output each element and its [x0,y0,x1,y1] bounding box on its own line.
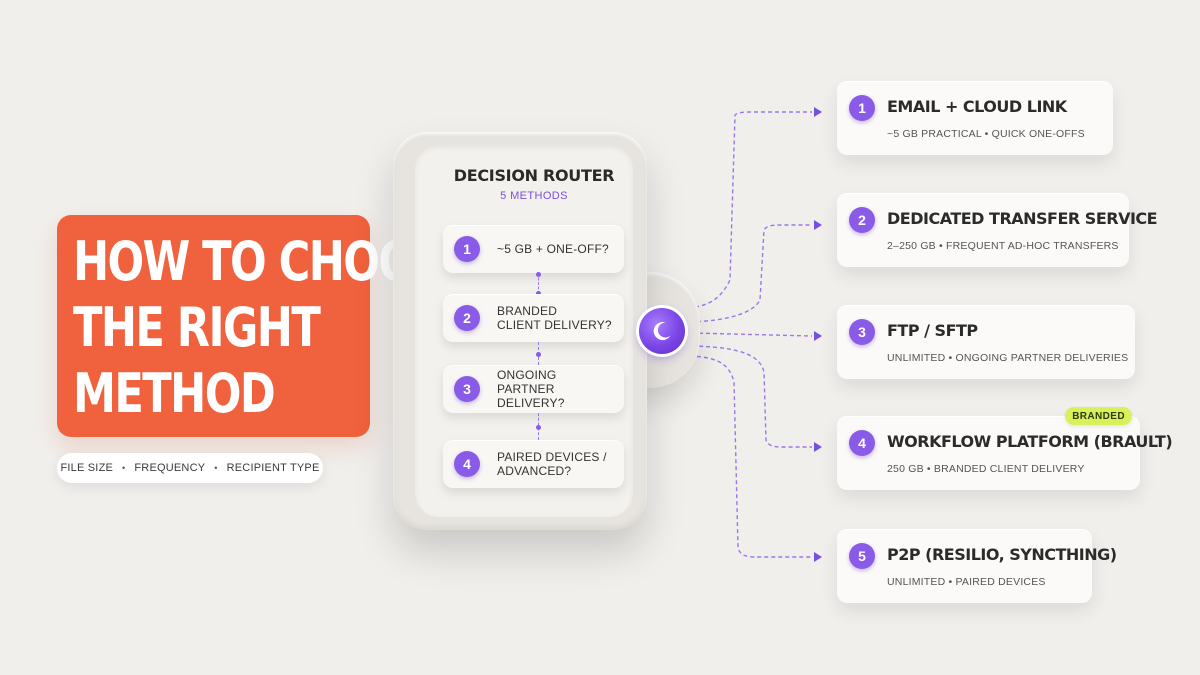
criteria-recipient-type: RECIPIENT TYPE [226,462,320,474]
connector-method-1 [687,111,812,309]
arrowhead-method-4 [814,442,822,452]
connector-method-2 [689,224,812,323]
method-card-2[interactable]: 2 DEDICATED TRANSFER SERVICE 2–250 GB • … [837,193,1158,267]
crescent-moon-icon [653,322,671,341]
method-subtitle-2: 2–250 GB • FREQUENT AD-HOC TRANSFERS [887,240,1119,252]
method-title-4: WORKFLOW PLATFORM (BRAULT) [887,432,1173,451]
method-number-2: 2 [849,207,875,233]
question-card-2[interactable]: 2 BRANDED CLIENT DELIVERY? [443,294,624,342]
router-title: DECISION ROUTER [453,166,615,185]
method-title-2: DEDICATED TRANSFER SERVICE [887,209,1158,228]
criteria-separator: • [122,463,126,473]
method-number-3: 3 [849,319,875,345]
method-subtitle-1: ~5 GB PRACTICAL • QUICK ONE-OFFS [887,128,1085,140]
question-number-4: 4 [454,451,480,477]
question-card-1[interactable]: 1 ~5 GB + ONE-OFF? [443,225,624,273]
method-subtitle-5: UNLIMITED • PAIRED DEVICES [887,576,1046,588]
method-card-4[interactable]: 4 WORKFLOW PLATFORM (BRAULT) 250 GB • BR… [837,407,1173,490]
method-card-3[interactable]: 3 FTP / SFTP UNLIMITED • ONGOING PARTNER… [837,305,1135,379]
router-knob[interactable] [639,308,685,354]
question-card-4[interactable]: 4 PAIRED DEVICES / ADVANCED? [443,440,624,488]
question-card-3[interactable]: 3 ONGOING PARTNER DELIVERY? [443,365,624,413]
method-number-5: 5 [849,543,875,569]
question-text-1: ~5 GB + ONE-OFF? [497,242,609,256]
question-number-3: 3 [454,376,480,402]
method-subtitle-4: 250 GB • BRANDED CLIENT DELIVERY [887,463,1085,475]
method-number-1: 1 [849,95,875,121]
method-subtitle-3: UNLIMITED • ONGOING PARTNER DELIVERIES [887,352,1129,364]
question-connector-3-4 [536,413,541,440]
question-number-1: 1 [454,236,480,262]
question-text-4: PAIRED DEVICES / ADVANCED? [497,450,607,478]
arrowhead-method-2 [814,220,822,230]
method-title-1: EMAIL + CLOUD LINK [887,97,1067,116]
criteria-file-size: FILE SIZE [60,462,114,474]
headline-block: HOW TO CHOOSE THE RIGHT METHOD [57,215,473,437]
method-card-1[interactable]: 1 EMAIL + CLOUD LINK ~5 GB PRACTICAL • Q… [837,81,1113,155]
question-number-2: 2 [454,305,480,331]
arrowhead-method-3 [814,331,822,341]
branded-badge: BRANDED [1065,407,1132,425]
criteria-pill: FILE SIZE • FREQUENCY • RECIPIENT TYPE [57,453,323,483]
criteria-frequency: FREQUENCY [134,462,206,474]
method-title-5: P2P (RESILIO, SYNCTHING) [887,545,1117,564]
router-subtitle: 5 METHODS [500,190,568,202]
headline-line-2: THE RIGHT [73,296,321,359]
criteria-separator: • [214,463,218,473]
question-connector-1-2 [536,272,541,296]
connector-method-4 [691,345,812,448]
headline-line-1: HOW TO CHOOSE [73,230,473,293]
arrowhead-method-5 [814,552,822,562]
arrowhead-method-1 [814,107,822,117]
method-card-5[interactable]: 5 P2P (RESILIO, SYNCTHING) UNLIMITED • P… [837,529,1117,603]
question-connector-2-3 [536,342,541,365]
headline-line-3: METHOD [73,362,276,425]
question-text-2: BRANDED CLIENT DELIVERY? [497,304,612,332]
question-text-3: ONGOING PARTNER DELIVERY? [497,368,565,410]
method-number-4: 4 [849,430,875,456]
method-title-3: FTP / SFTP [887,321,978,340]
connector-method-5 [689,355,812,558]
connector-method-3 [691,332,813,337]
